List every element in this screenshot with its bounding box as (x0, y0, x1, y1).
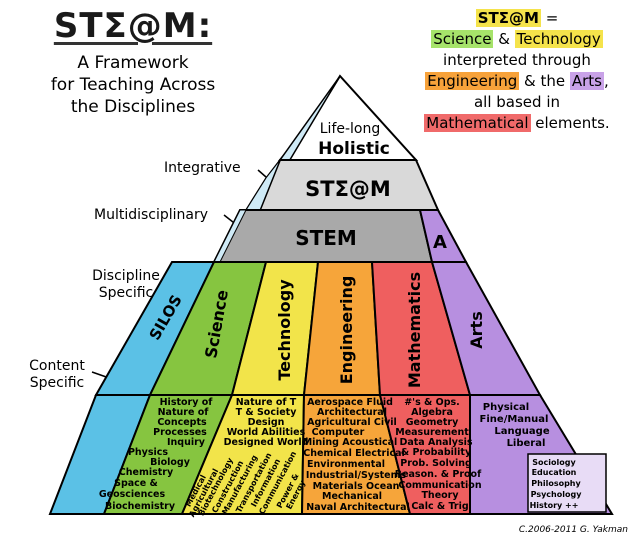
left-header: STΣ@M: A Framework for Teaching Across t… (8, 8, 258, 118)
engineering-item: Mining Acoustical (303, 437, 398, 448)
level-label-content-line-1: Content (29, 358, 85, 374)
science-item: Processes (153, 427, 207, 438)
engineering-item: Chemical Electrical (303, 448, 405, 459)
level-label-discipline-line-2: Specific (98, 285, 154, 301)
level-label-integrative: Integrative (164, 160, 241, 176)
arts-item: Fine/Manual (480, 414, 549, 425)
level-label-discipline-line-1: Discipline (92, 268, 160, 284)
arts-sub-item: Psychology (531, 490, 583, 499)
arts-item: Language (494, 426, 549, 437)
mathematics-item: Algebra (411, 407, 453, 418)
science-content-list: History of Nature of Concepts Processes … (99, 397, 213, 512)
subtitle-line-1: A Framework (77, 53, 189, 73)
mathematics-content-list: #'s & Ops. Algebra Geometry Measurement … (395, 397, 482, 512)
definition-line-2: Science & Technology (398, 29, 636, 50)
science-item: Biochemistry (105, 501, 176, 512)
arts-content-list: Physical Fine/Manual Language Liberal (480, 402, 550, 449)
engineering-content-list: Aerospace Fluid Architectural Agricultur… (303, 397, 410, 513)
equals-sign: = (540, 9, 559, 27)
mathematics-item: Measurement (395, 427, 469, 438)
level-label-discipline-specific: Discipline Specific (86, 268, 166, 302)
definition-line-5: all based in (473, 93, 560, 111)
mathematics-item: Prob. Solving (400, 458, 472, 469)
engineering-item: Mechanical (322, 491, 382, 502)
mathematics-item: #'s & Ops. (404, 397, 460, 408)
definition-line-3: interpreted through (443, 51, 591, 69)
steam-logo-small: STΣ@M (475, 9, 541, 27)
mathematics-item: Reason. & Proof (395, 469, 482, 480)
definition-line-1: STΣ@M = (398, 8, 636, 29)
level-label-multidisciplinary: Multidisciplinary (94, 207, 209, 223)
arts-sub-box (527, 453, 607, 513)
arts-sub-item: Sociology (532, 458, 576, 467)
tier-holistic-line-2: Holistic (318, 139, 390, 159)
engineering-item: Computer (312, 427, 365, 438)
engineering-item: Industrial/Systems (306, 470, 407, 481)
science-item: History of (160, 397, 214, 408)
science-item: Geosciences (99, 489, 166, 500)
engineering-item: Aerospace Fluid (307, 397, 393, 408)
tier-holistic-line-1: Life-long (320, 121, 381, 137)
technology-rotated-list: Medical Agricultural Biotechnology Const… (184, 450, 308, 519)
elements-text: elements. (530, 114, 610, 132)
subtitle-line-2: for Teaching Across (50, 75, 216, 95)
highlight-engineering: Engineering (425, 72, 520, 90)
technology-item: Design (248, 417, 285, 428)
arts-item: Physical (483, 402, 529, 413)
technology-item: Nature of T (236, 397, 297, 408)
tier-steam-label: STΣ@M (305, 177, 391, 201)
mathematics-item: & Probability (401, 447, 472, 458)
technology-item: T & Society (236, 407, 298, 418)
column-label-engineering: Engineering (337, 276, 356, 385)
arts-sub-list: Sociology Education Philosophy Psycholog… (530, 458, 583, 510)
level-label-content-specific: Content Specific (22, 358, 92, 392)
science-item: Nature of (158, 407, 210, 418)
science-item: Space & (114, 478, 158, 489)
technology-content-list: Nature of T T & Society Design World Abi… (224, 397, 309, 448)
arts-item: Liberal (507, 438, 546, 449)
tier-stem-label: STEM (295, 226, 357, 250)
science-item: Inquiry (167, 437, 206, 448)
highlight-science: Science (431, 30, 494, 48)
arts-sub-item: History ++ (530, 501, 579, 510)
mathematics-item: Geometry (406, 417, 459, 428)
science-item: Biology (150, 457, 191, 468)
copyright-credit: C.2006-2011 G. Yakman (518, 525, 628, 535)
technology-item: World Abilities (227, 427, 306, 438)
science-item: Chemistry (119, 467, 174, 478)
pointer-integrative (257, 169, 267, 178)
engineering-item: Environmental (307, 459, 385, 470)
technology-item: Designed World (224, 437, 309, 448)
subtitle-line-3: the Disciplines (70, 97, 196, 117)
mathematics-item: Calc & Trig (411, 501, 468, 512)
comma-text: , (603, 72, 609, 90)
engineering-item: Naval Architectural (306, 502, 410, 513)
mathematics-item: Data Analysis (399, 437, 472, 448)
tier-a-label: A (433, 232, 447, 253)
highlight-mathematical: Mathematical (424, 114, 531, 132)
steam-logo-title: STΣ@M: (53, 6, 213, 46)
engineering-item: Agricultural Civil (307, 417, 397, 428)
arts-sub-item: Philosophy (531, 479, 581, 488)
and-the-text: & the (519, 72, 570, 90)
mathematics-item: Theory (421, 490, 459, 501)
arts-sub-item: Education (532, 468, 577, 477)
level-label-content-line-2: Specific (29, 375, 85, 391)
engineering-item: Architectural (317, 407, 387, 418)
engineering-item: Materials Ocean (313, 481, 400, 492)
definition-block: STΣ@M = Science & Technology interpreted… (398, 8, 636, 134)
science-item: Concepts (157, 417, 207, 428)
column-label-arts: Arts (467, 311, 486, 348)
science-item: Physics (128, 447, 168, 458)
mathematics-item: Communication (398, 480, 481, 491)
definition-line-4: Engineering & the Arts, (398, 71, 636, 92)
column-label-technology: Technology (275, 279, 294, 381)
highlight-arts: Arts (569, 72, 604, 90)
column-label-mathematics: Mathematics (405, 272, 424, 388)
amp-text: & (493, 30, 515, 48)
highlight-technology: Technology (514, 30, 603, 48)
definition-line-6: Mathematical elements. (398, 113, 636, 134)
